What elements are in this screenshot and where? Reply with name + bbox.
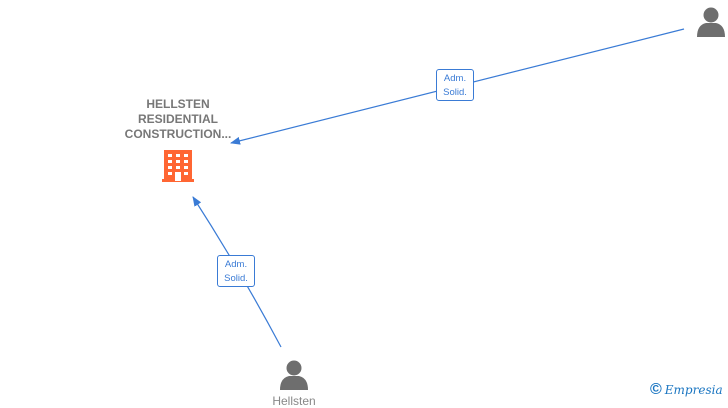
relation-type: Solid. xyxy=(443,87,467,98)
person-icon[interactable] xyxy=(280,360,308,391)
brand-name: Empresia xyxy=(664,383,723,397)
company-name-line: RESIDENTIAL xyxy=(137,112,218,126)
relation-role: Adm. xyxy=(224,259,248,270)
company-name-line: HELLSTEN xyxy=(146,97,210,111)
company-name-line: CONSTRUCTION... xyxy=(124,127,232,141)
relation-type: Solid. xyxy=(224,273,248,284)
brand-watermark: © Empresia xyxy=(650,380,723,400)
person-name[interactable]: Hellsten xyxy=(272,394,316,408)
building-icon[interactable] xyxy=(162,150,194,182)
company-name[interactable]: HELLSTEN RESIDENTIAL CONSTRUCTION... xyxy=(108,97,248,142)
relation-role: Adm. xyxy=(443,73,467,84)
relation-label-top[interactable]: Adm. Solid. xyxy=(436,69,474,101)
relation-label-bottom[interactable]: Adm. Solid. xyxy=(217,255,255,287)
copyright-icon: © xyxy=(650,381,662,398)
person-icon[interactable] xyxy=(697,7,725,38)
